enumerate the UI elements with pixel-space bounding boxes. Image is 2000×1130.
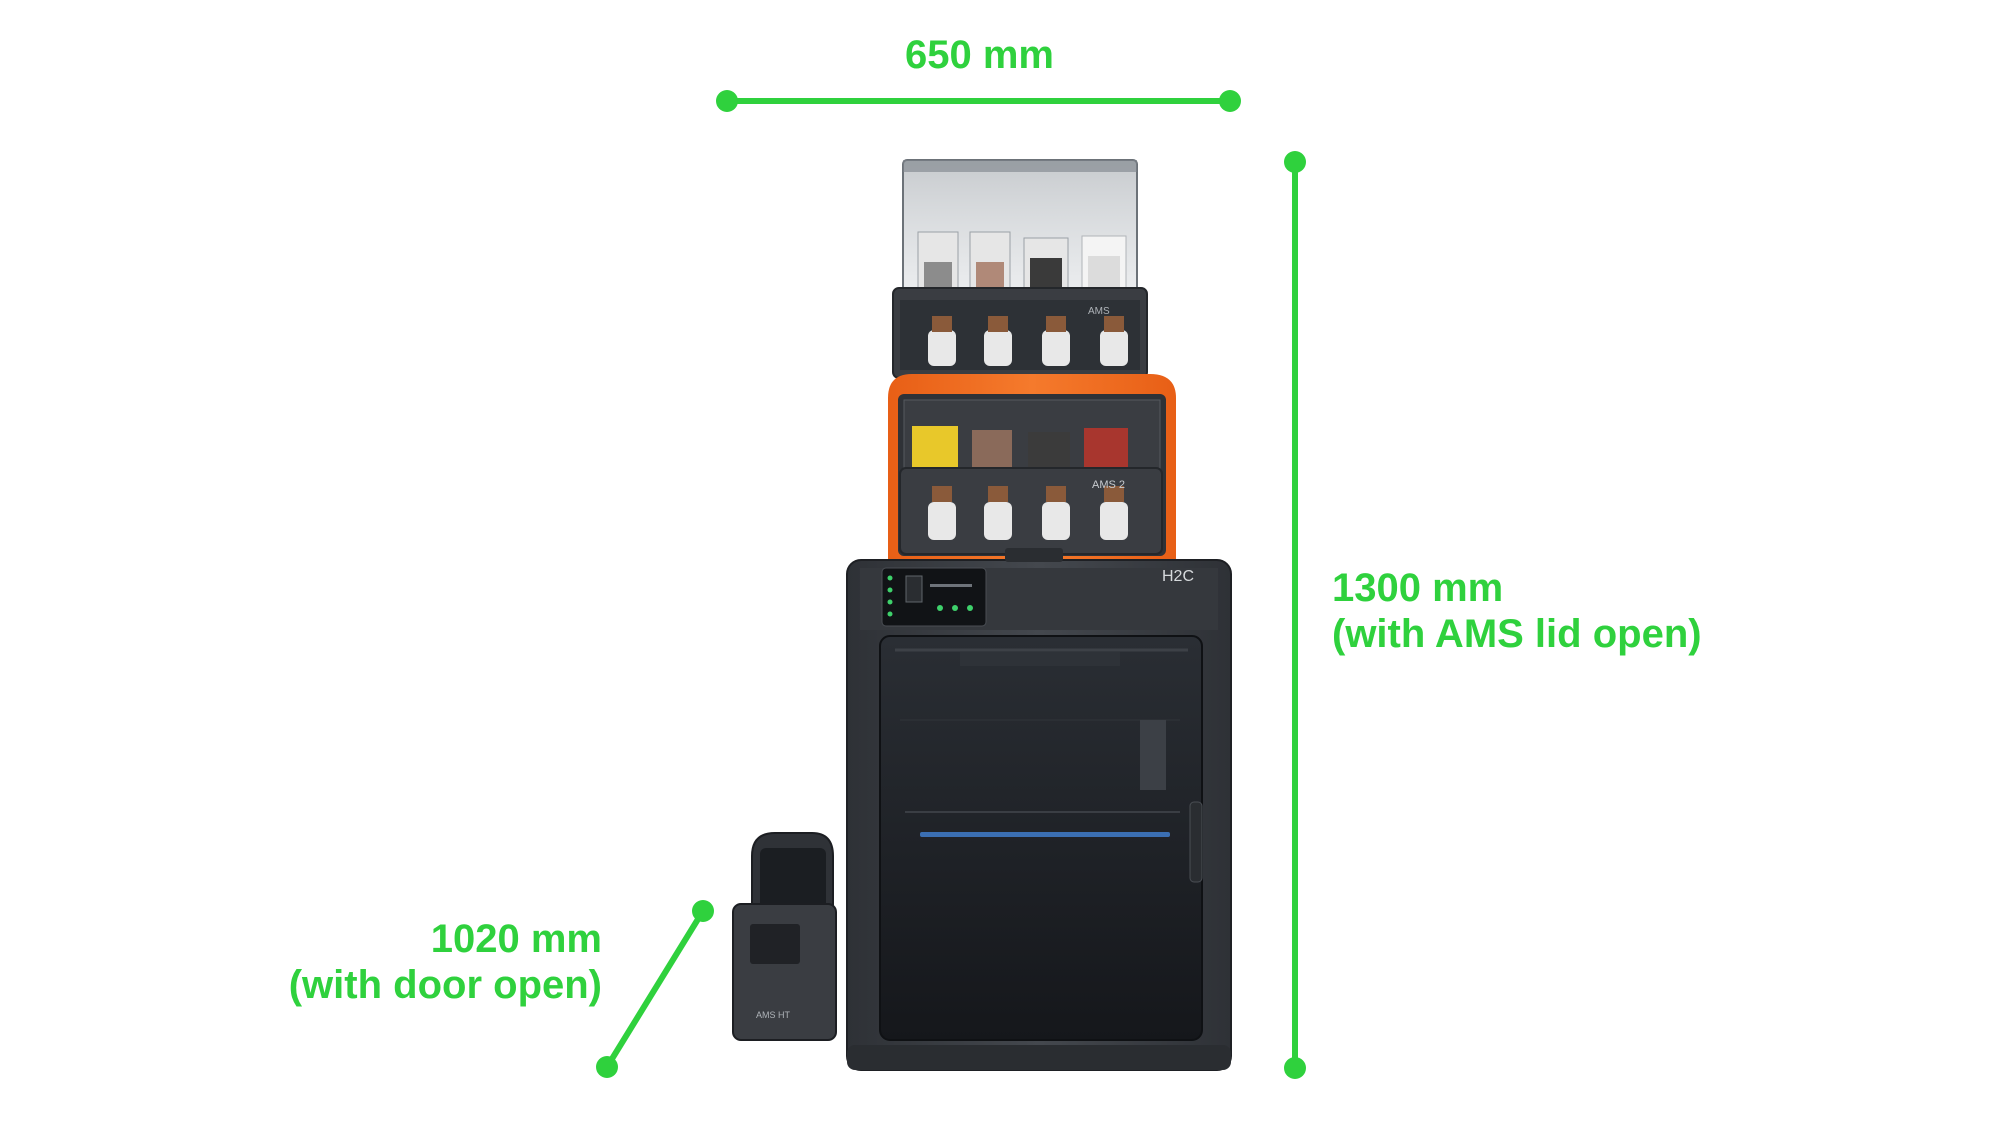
depth-endpoint-bottom-dot xyxy=(596,1056,618,1078)
height-dimension-label: 1300 mm (with AMS lid open) xyxy=(1332,565,1702,657)
height-endpoint-top-dot xyxy=(1284,151,1306,173)
height-note: (with AMS lid open) xyxy=(1332,612,1702,656)
printer-touchscreen xyxy=(881,567,987,627)
printer-door-window xyxy=(879,635,1203,1041)
upper-spools xyxy=(917,231,1127,291)
width-dimension-label: 650 mm xyxy=(905,32,1054,78)
ams-ht-label: AMS HT xyxy=(756,1010,791,1020)
depth-endpoint-top-dot xyxy=(692,900,714,922)
height-value: 1300 mm xyxy=(1332,566,1504,610)
ams-ht-unit: AMS HT xyxy=(732,832,837,1041)
upper-feeder-bottles xyxy=(928,330,1128,366)
depth-value: 1020 mm xyxy=(430,917,602,961)
width-endpoint-left-dot xyxy=(716,90,738,112)
upper-ams-label: AMS xyxy=(1088,306,1110,317)
height-dimension-line xyxy=(1284,151,1306,1079)
depth-dimension-label: 1020 mm (with door open) xyxy=(220,916,602,1008)
build-plate-edge xyxy=(920,832,1170,837)
lower-feeder-bottles xyxy=(928,502,1128,540)
depth-note: (with door open) xyxy=(288,963,602,1007)
upper-ams-unit: AMS xyxy=(892,159,1148,379)
lower-spools xyxy=(912,426,1128,470)
door-handle xyxy=(1189,801,1203,883)
depth-dimension-line xyxy=(596,900,714,1078)
printer-model-badge: H2C xyxy=(1162,568,1194,585)
lower-ams-unit: AMS 2 xyxy=(888,374,1176,560)
width-endpoint-right-dot xyxy=(1219,90,1241,112)
printer-body: H2C xyxy=(846,548,1232,1071)
width-value: 650 mm xyxy=(905,33,1054,77)
width-dimension-line xyxy=(716,90,1241,112)
height-endpoint-bottom-dot xyxy=(1284,1057,1306,1079)
lower-ams-label: AMS 2 xyxy=(1092,479,1125,491)
